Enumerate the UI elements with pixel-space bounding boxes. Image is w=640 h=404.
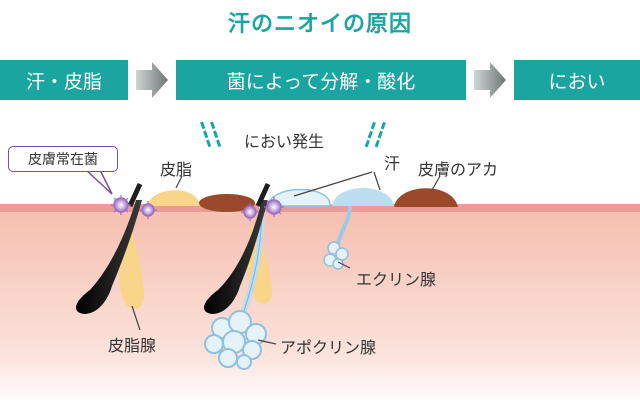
flow-step-decomposition: 菌によって分解・酸化 [176,60,466,100]
leader-lines [131,171,441,345]
bacteria-callout: 皮膚常在菌 [8,146,118,172]
apocrine-gland-coil [204,310,267,370]
label-skin-grime: 皮膚のアカ [418,160,499,179]
label-sebaceous-gland: 皮脂腺 [108,336,157,355]
hair-1 [76,200,142,314]
apocrine-sweat [267,188,331,207]
diagram-title: 汗のニオイの原因 [227,12,412,37]
eccrine-sweat [332,188,394,206]
callout-pointer [84,169,113,195]
flow-step-sweat-sebum: 汗・皮脂 [0,60,128,100]
hair-shaft-2 [255,182,271,208]
bacteria-icon [113,197,282,219]
eccrine-gland-coil [323,241,349,270]
eccrine-duct [336,205,352,245]
odor-marks-right [364,121,386,148]
bacteria-spikes [111,195,284,221]
hair-shaft-1 [127,182,143,208]
sebum-blob [148,190,200,206]
label-eccrine-gland: エクリン腺 [356,270,437,289]
odor-marks-left [200,121,222,148]
skin-grime-1 [199,194,255,212]
label-sweat: 汗 [384,154,401,173]
label-sebum: 皮脂 [160,160,193,179]
label-apocrine-gland: アポクリン腺 [280,338,377,357]
skin-layer [0,210,640,404]
flow-arrow-1 [136,62,168,98]
label-odor-generated: におい発生 [244,132,325,151]
skin-surface [0,204,640,212]
flow-arrow-2 [474,62,506,98]
skin-grime-2 [394,188,458,207]
flow-step-odor: におい [514,60,640,100]
hair-2 [204,200,268,314]
